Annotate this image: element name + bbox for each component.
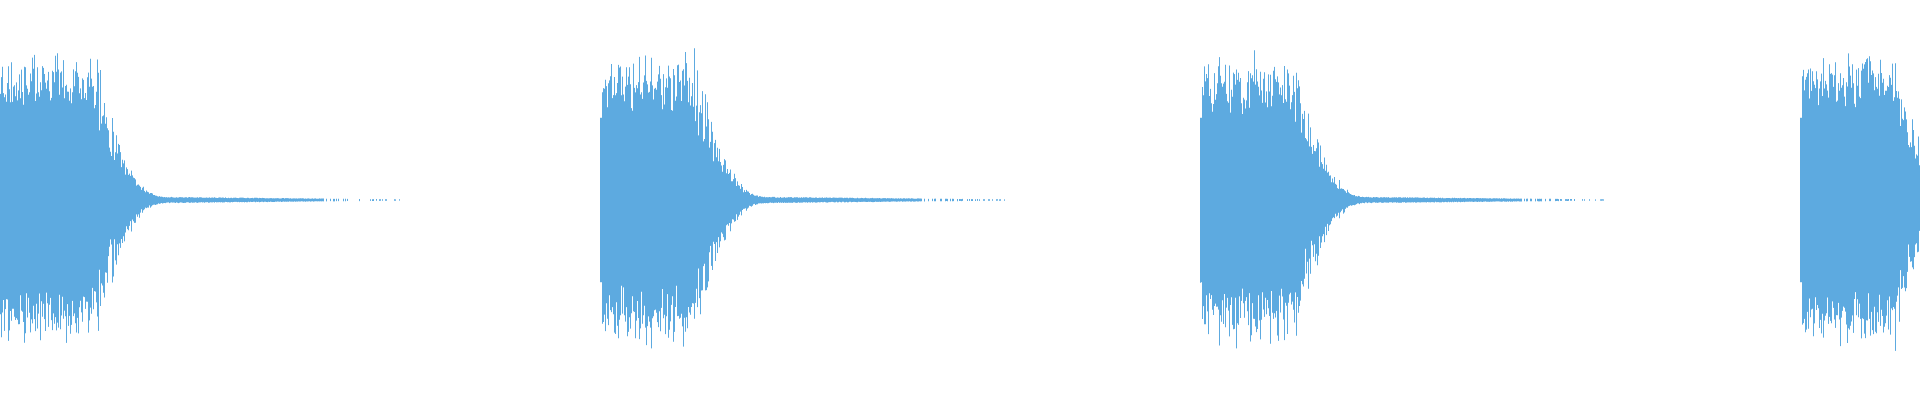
waveform-burst-1-samples (0, 53, 400, 343)
waveform-burst-4 (1800, 53, 1920, 351)
waveform-burst-2 (600, 48, 1005, 349)
waveform-bursts (0, 48, 1920, 351)
waveform-burst-3-samples (1200, 50, 1604, 349)
waveform-burst-2-samples (600, 48, 1005, 349)
waveform-burst-1 (0, 53, 400, 343)
waveform-burst-3 (1200, 50, 1604, 349)
waveform-burst-4-samples (1800, 53, 1920, 351)
